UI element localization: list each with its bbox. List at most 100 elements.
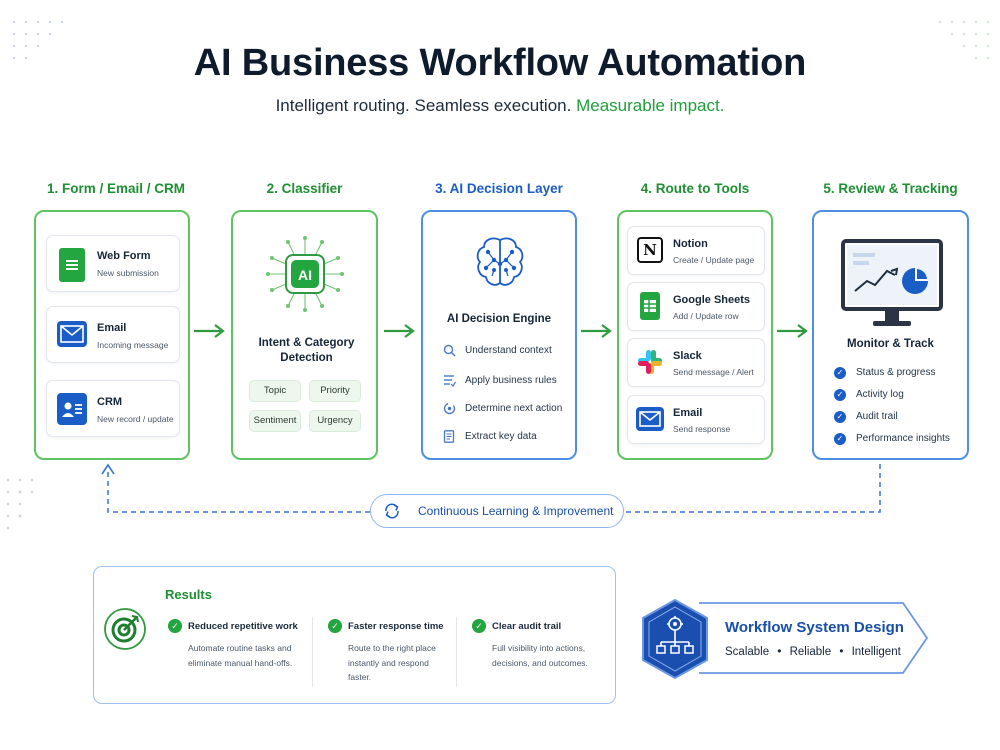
result-desc: Automate routine tasks and eliminate man… [188,643,293,668]
stage-3-box: AI Decision Engine Understand context Ap… [421,210,577,460]
stage-4-box: N Notion Create / Update page Google She… [617,210,773,460]
ai-chip-icon [266,236,344,312]
slack-icon [638,350,662,374]
tag-scalable: Scalable [725,646,770,658]
envelope-icon [636,407,664,431]
stage-3-heading: 3. AI Decision Layer [435,181,563,196]
design-badge-title: Workflow System Design [725,619,904,636]
envelope-icon [57,321,87,347]
tracking-item-text: Performance insights [856,433,950,444]
monitor-label: Monitor & Track [847,338,934,350]
target-goal-icon [104,608,146,650]
sheet-doc-icon [59,248,85,282]
tool-name: Slack [673,350,702,362]
decorative-dots-top-left [0,0,110,90]
dot-pattern [938,20,990,60]
document-icon [443,430,455,446]
tool-card-email[interactable]: Email Send response [627,395,765,444]
tool-desc: Create / Update page [673,255,755,265]
stage-1-box: Web Form New submission Email Incoming m… [34,210,190,460]
rules-list-icon [443,374,457,390]
dot-pattern [6,478,34,530]
flow-arrow-2-icon [384,324,415,338]
checkmark-icon: ✓ [834,411,846,423]
card-desc: Incoming message [97,340,169,350]
tag-intelligent: Intelligent [851,646,901,658]
card-desc: New record / update [97,414,174,424]
tool-desc: Send response [673,424,731,434]
stage-2-heading: 2. Classifier [266,181,343,196]
feedback-loop-line [101,463,881,513]
result-title: Clear audit trail [492,621,562,632]
card-name: Web Form [97,250,151,262]
stage-5-box: Monitor & Track ✓ Status & progress ✓ Ac… [812,210,969,460]
target-refresh-icon [443,402,456,418]
flow-arrow-1-icon [194,324,225,338]
decision-item-text: Determine next action [465,403,563,414]
tag-separator: • [839,646,844,658]
checkmark-icon: ✓ [834,389,846,401]
result-desc: Route to the right place instantly and r… [348,643,436,682]
tag-reliable: Reliable [789,646,832,658]
checkmark-icon: ✓ [834,433,846,445]
design-badge-frame [642,598,929,680]
result-divider [456,617,457,687]
stage-2-box: AI Intent & Category Detection Topic Pri… [231,210,378,460]
tool-name: Email [673,407,703,419]
google-sheets-icon [640,292,660,320]
tag-topic: Topic [249,380,301,402]
tool-desc: Send message / Alert [673,367,754,377]
checkmark-icon: ✓ [834,367,846,379]
decision-item-text: Understand context [465,345,552,356]
tag-priority: Priority [309,380,361,402]
tracking-item-text: Status & progress [856,367,936,378]
subtitle-accent: Measurable impact. [576,96,725,115]
green-check-icon: ✓ [168,619,182,633]
source-card-crm[interactable]: CRM New record / update [46,380,180,437]
brain-network-icon [476,237,524,286]
source-card-email[interactable]: Email Incoming message [46,306,180,363]
card-name: CRM [97,396,123,408]
result-title: Reduced repetitive work [188,621,298,632]
tool-card-notion[interactable]: N Notion Create / Update page [627,226,765,275]
contact-card-icon [57,393,87,425]
stage-1-heading: 1. Form / Email / CRM [46,181,186,196]
results-title: Results [165,587,212,602]
green-check-icon: ✓ [328,619,342,633]
green-check-icon: ✓ [472,619,486,633]
result-desc: Full visibility into actions, decisions,… [492,643,588,668]
stage-5-heading: 5. Review & Tracking [823,181,958,196]
result-divider [312,617,313,687]
notion-icon: N [637,237,663,263]
tag-sentiment: Sentiment [249,410,301,432]
results-panel: Results ✓ Reduced repetitive work Automa… [93,566,616,704]
tool-name: Notion [673,238,708,250]
page-title: AI Business Workflow Automation [193,42,807,84]
tool-name: Google Sheets [673,294,751,306]
detection-label: Intent & Category Detection [258,337,355,364]
tool-card-google-sheets[interactable]: Google Sheets Add / Update row [627,282,765,331]
tracking-item-text: Audit trail [856,411,898,422]
refresh-cycle-icon [385,503,399,519]
design-badge-tags: Scalable • Reliable • Intelligent [725,646,901,658]
tool-desc: Add / Update row [673,311,739,321]
decorative-dots-bottom-left [0,470,60,550]
magnifier-icon [443,344,456,360]
dot-pattern [12,20,64,60]
card-desc: New submission [97,268,159,278]
decorative-dots-top-right [880,0,1000,90]
loop-label: Continuous Learning & Improvement [418,504,614,518]
continuous-learning-badge: Continuous Learning & Improvement [370,494,624,528]
tool-card-slack[interactable]: Slack Send message / Alert [627,338,765,387]
tracking-item-text: Activity log [856,389,904,400]
decision-item-text: Apply business rules [465,375,557,386]
subtitle-main: Intelligent routing. Seamless execution. [275,96,572,115]
decision-item-text: Extract key data [465,431,537,442]
source-card-web-form[interactable]: Web Form New submission [46,235,180,292]
card-name: Email [97,322,127,334]
monitor-analytics-icon [841,239,943,326]
ai-chip-label: AI [298,267,312,283]
engine-label: AI Decision Engine [446,313,552,325]
flow-arrow-4-icon [777,324,808,338]
stage-4-heading: 4. Route to Tools [640,181,750,196]
